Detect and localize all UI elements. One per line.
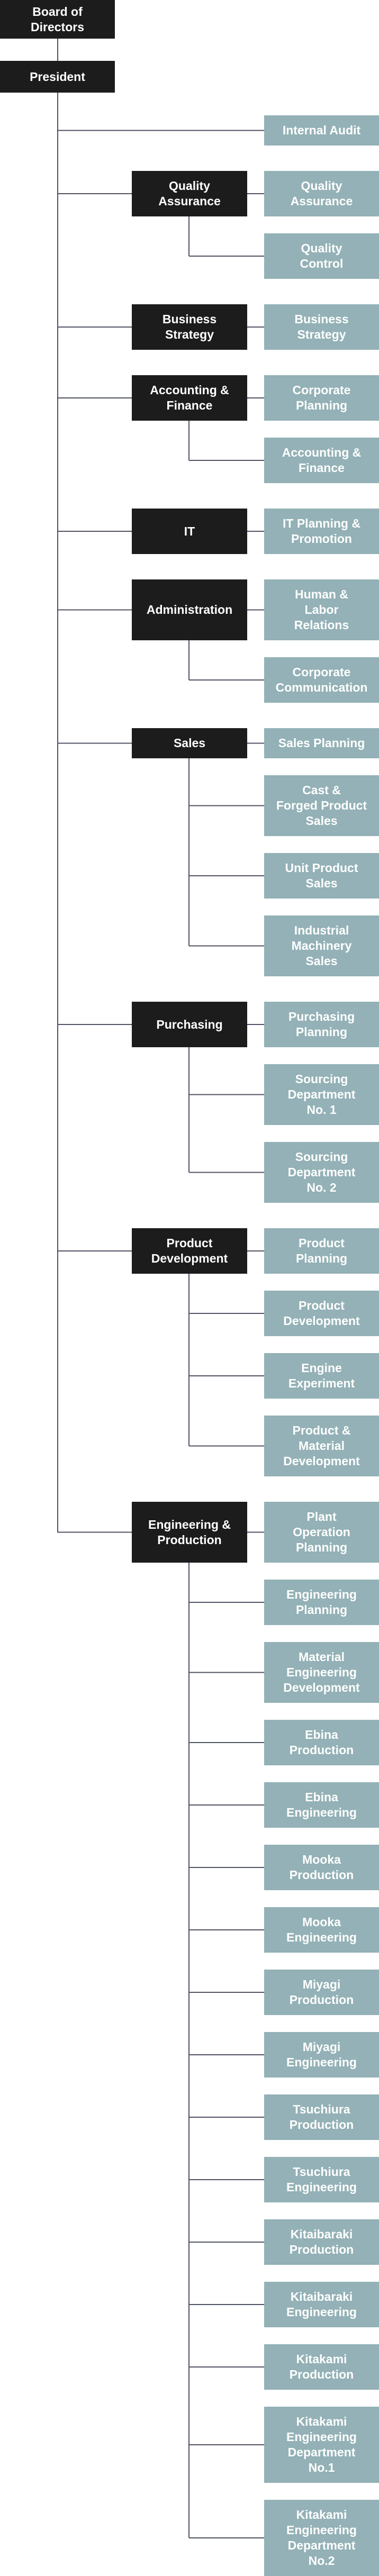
division-box: Accounting & Finance	[132, 375, 247, 421]
department-box: Business Strategy	[264, 304, 379, 350]
division-section: Engineering & Production Plant Operation …	[0, 1502, 379, 2576]
department-box: Corporate Communication	[264, 657, 379, 703]
department-box: Sourcing Department No. 1	[264, 1064, 379, 1125]
department-box: Engine Experiment	[264, 1353, 379, 1399]
department-box: Tsuchiura Engineering	[264, 2157, 379, 2202]
department-box: Miyagi Production	[264, 1970, 379, 2015]
division-box: Business Strategy	[132, 304, 247, 350]
department-box: Product Planning	[264, 1228, 379, 1274]
department-box: Tsuchiura Production	[264, 2094, 379, 2140]
president-box: President	[0, 61, 115, 93]
department-box: Sourcing Department No. 2	[264, 1142, 379, 1203]
department-box: Corporate Planning	[264, 375, 379, 421]
department-box: Cast & Forged Product Sales	[264, 775, 379, 836]
division-box: Product Development	[132, 1228, 247, 1274]
department-list: Internal Audit	[264, 115, 379, 146]
division-box: IT	[132, 509, 247, 554]
department-box: Internal Audit	[264, 115, 379, 146]
department-box: Kitakami Production	[264, 2344, 379, 2390]
division-section: Business Strategy Business Strategy	[0, 304, 379, 350]
department-box: Purchasing Planning	[264, 1002, 379, 1047]
department-box: Sales Planning	[264, 728, 379, 758]
department-box: Mooka Engineering	[264, 1907, 379, 1953]
department-list: Business Strategy	[264, 304, 379, 350]
department-box: Industrial Machinery Sales	[264, 915, 379, 976]
department-box: Accounting & Finance	[264, 438, 379, 483]
department-box: IT Planning & Promotion	[264, 509, 379, 554]
department-box: Product & Material Development	[264, 1416, 379, 1476]
department-box: Quality Control	[264, 233, 379, 279]
division-box: Purchasing	[132, 1002, 247, 1047]
department-box: Plant Operation Planning	[264, 1502, 379, 1563]
department-box: Unit Product Sales	[264, 853, 379, 899]
department-box: Kitaibaraki Engineering	[264, 2282, 379, 2327]
department-box: Kitakami Engineering Department No.2	[264, 2500, 379, 2576]
department-box: Material Engineering Development	[264, 1642, 379, 1703]
division-box: Engineering & Production	[132, 1502, 247, 1563]
division-section: Internal Audit	[0, 115, 379, 146]
department-list: IT Planning & Promotion	[264, 509, 379, 554]
department-box: Kitaibaraki Production	[264, 2219, 379, 2265]
division-box: Sales	[132, 728, 247, 758]
department-box: Ebina Production	[264, 1720, 379, 1765]
department-box: Quality Assurance	[264, 171, 379, 216]
board-of-directors-box: Board of Directors	[0, 0, 115, 39]
division-box: Administration	[132, 579, 247, 640]
department-box: Ebina Engineering	[264, 1782, 379, 1828]
department-box: Engineering Planning	[264, 1580, 379, 1625]
department-box: Kitakami Engineering Department No.1	[264, 2407, 379, 2483]
department-box: Miyagi Engineering	[264, 2032, 379, 2078]
department-box: Mooka Production	[264, 1845, 379, 1890]
division-section: IT IT Planning & Promotion	[0, 509, 379, 554]
division-box: Quality Assurance	[132, 171, 247, 216]
department-box: Human & Labor Relations	[264, 579, 379, 640]
department-box: Product Development	[264, 1291, 379, 1336]
